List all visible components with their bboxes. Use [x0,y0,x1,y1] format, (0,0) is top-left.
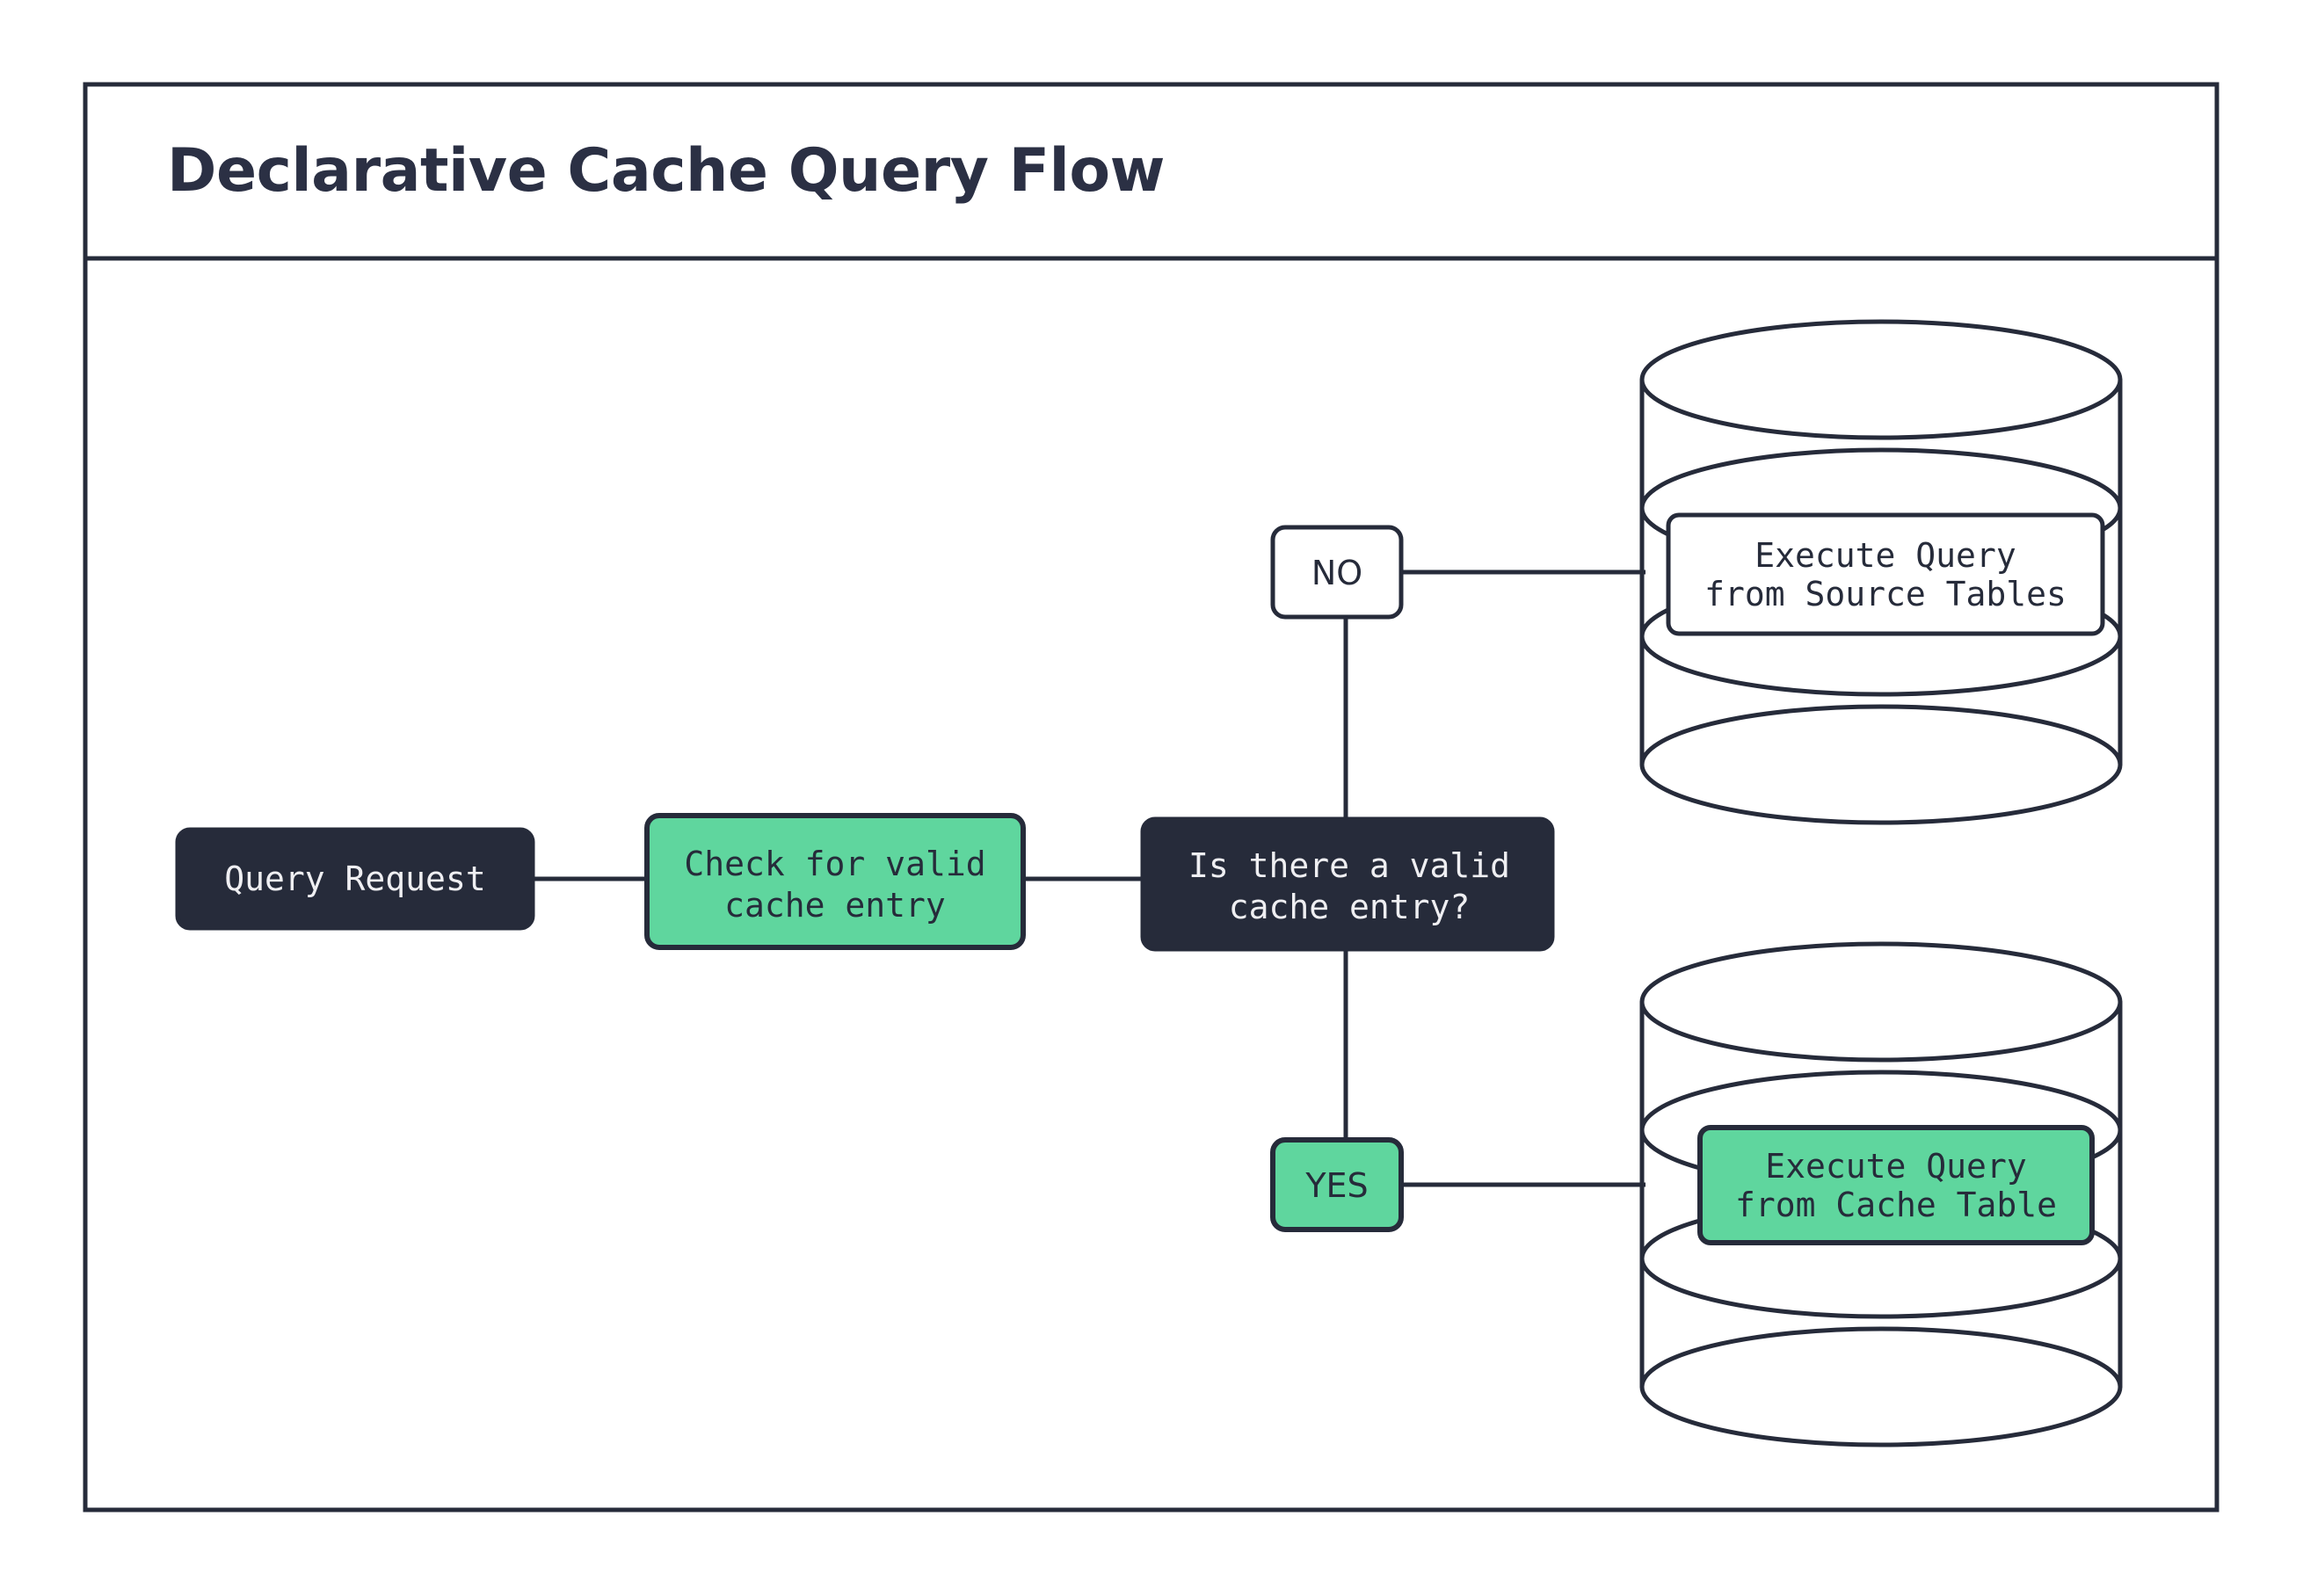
query-request-box[interactable] [175,827,535,931]
yes-label-box[interactable] [1270,1137,1404,1232]
decision-label-line2: cache entry? [1229,888,1471,926]
no-label-box[interactable] [1270,525,1404,620]
cache-table-label-line2: from Cache Table [1735,1186,2057,1224]
node-query-request[interactable]: Query Request [175,827,535,931]
decision-box[interactable] [1140,816,1555,952]
check-cache-label-line2: cache entry [724,886,946,925]
source-tables-label-line1: Execute Query [1754,536,2016,575]
cache-table-plate [1697,1125,2095,1245]
cylinder2-disc-1 [1639,941,2123,1063]
yes-label-text: YES [1304,1166,1368,1205]
query-request-label: Query Request [224,860,485,898]
source-tables-label-line2: from Source Tables [1704,575,2067,613]
diagram-frame [83,82,2219,1513]
check-cache-label-line1: Check for valid [684,845,985,883]
cylinder2-disc-4 [1639,1326,2123,1447]
source-tables-label-box: Execute Query from Source Tables [1666,512,2105,636]
cache-table-label-line1: Execute Query [1765,1147,2026,1186]
source-tables-plate [1666,512,2105,636]
page-title: Declarative Cache Query Flow [167,136,1165,206]
decision-label-line1: Is there a valid [1188,846,1510,885]
cylinder-disc-4 [1639,704,2123,825]
check-cache-box[interactable] [644,813,1026,950]
node-decision-valid-cache[interactable]: Is there a valid cache entry? [1140,816,1555,952]
cache-table-cylinder [1639,941,2123,1447]
edge-label-yes[interactable]: YES [1270,1137,1404,1232]
cache-table-label-box: Execute Query from Cache Table [1697,1125,2095,1245]
no-label-text: NO [1311,554,1362,592]
cylinder-disc-1 [1639,319,2123,440]
node-check-cache[interactable]: Check for valid cache entry [644,813,1026,950]
edge-label-no[interactable]: NO [1270,525,1404,620]
